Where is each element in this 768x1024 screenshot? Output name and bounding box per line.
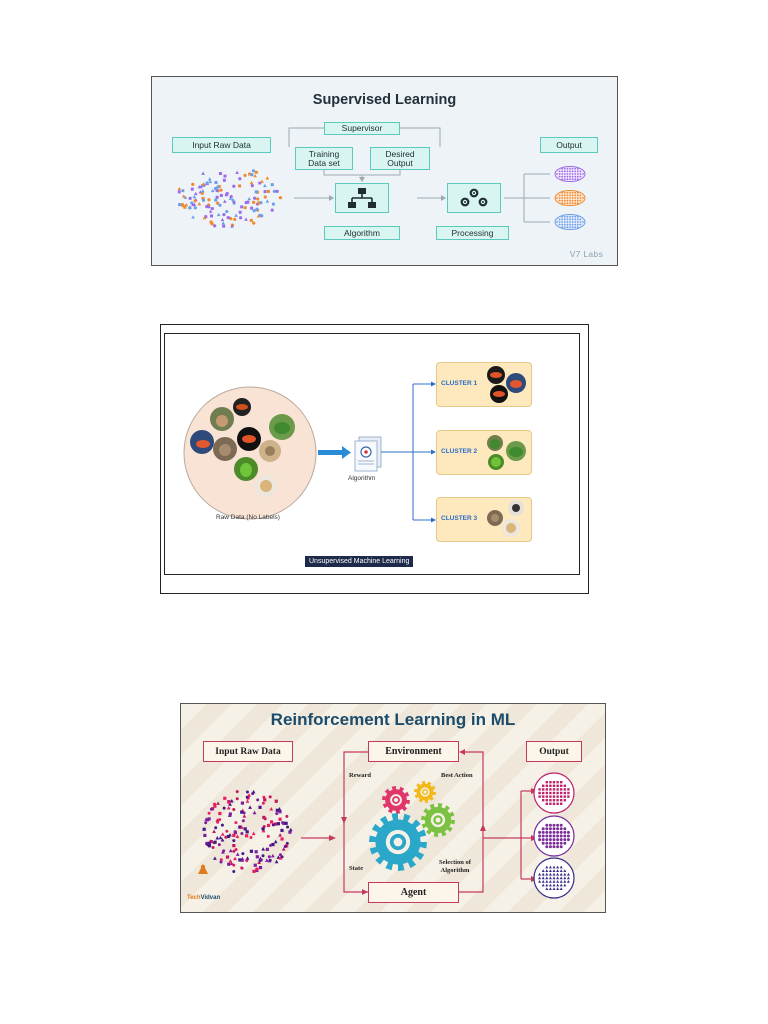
- cluster-1-label: CLUSTER 1: [441, 380, 477, 387]
- cluster-1-box: CLUSTER 1: [436, 362, 532, 407]
- training-data-set-label: Training Data set: [295, 147, 353, 170]
- supervisor-label: Supervisor: [324, 122, 400, 135]
- cluster-2-box: CLUSTER 2: [436, 430, 532, 475]
- unsupervised-learning-figure: Raw Data (No Labels) Algorithm CLUSTER 1…: [160, 324, 589, 594]
- logo-text-tech: Tech: [187, 895, 201, 901]
- algorithm-icon-box: [335, 183, 389, 213]
- logo-text-vidvan: Vidvan: [201, 895, 221, 901]
- state-label: State: [349, 865, 363, 872]
- cluster-3-images: [483, 498, 533, 541]
- output-clusters: [550, 164, 590, 234]
- raw-data-scatter: [203, 790, 293, 873]
- cluster-2-label: CLUSTER 2: [441, 448, 477, 455]
- hierarchy-icon: [348, 187, 376, 209]
- raw-data-label: Raw Data (No Labels): [216, 514, 280, 521]
- v7-labs-watermark: V7 Labs: [570, 249, 603, 259]
- techvidvan-logo: [198, 864, 208, 874]
- algorithm-label: Algorithm: [348, 475, 375, 482]
- algorithm-document-icon: [355, 437, 381, 471]
- selection-line-1: Selection of: [439, 859, 471, 867]
- output-label: Output: [526, 741, 582, 762]
- cluster-2-images: [483, 431, 533, 474]
- training-line-2: Data set: [308, 159, 340, 168]
- desired-output-label: Desired Output: [370, 147, 430, 170]
- techvidvan-logo-text: TechVidvan: [187, 895, 220, 901]
- reinforcement-learning-figure: Reinforcement Learning in ML: [180, 703, 606, 913]
- input-raw-data-label: Input Raw Data: [172, 137, 271, 153]
- output-label: Output: [540, 137, 598, 153]
- reward-label: Reward: [349, 772, 371, 779]
- gears-icon: [458, 187, 490, 209]
- input-raw-data-label: Input Raw Data: [203, 741, 293, 762]
- selection-of-algorithm-label: Selection of Algorithm: [439, 859, 471, 875]
- best-action-label: Best Action: [441, 772, 473, 779]
- cluster-3-box: CLUSTER 3: [436, 497, 532, 542]
- cluster-1-images: [483, 363, 533, 406]
- processing-label: Processing: [436, 226, 509, 240]
- reinforcement-diagram: [181, 704, 605, 912]
- raw-data-scatter: [174, 165, 284, 229]
- processing-icon-box: [447, 183, 501, 213]
- unsupervised-caption: Unsupervised Machine Learning: [305, 556, 413, 567]
- algorithm-label: Algorithm: [324, 226, 400, 240]
- selection-line-2: Algorithm: [439, 867, 471, 875]
- agent-label: Agent: [368, 882, 459, 903]
- supervised-learning-figure: Supervised Learning Input Raw: [151, 76, 618, 266]
- output-circles: [534, 773, 574, 898]
- unsupervised-inner-frame: Raw Data (No Labels) Algorithm CLUSTER 1…: [164, 333, 580, 575]
- gears-icon: [369, 781, 455, 871]
- cluster-3-label: CLUSTER 3: [441, 515, 477, 522]
- environment-label: Environment: [368, 741, 459, 762]
- desired-line-2: Output: [387, 159, 413, 168]
